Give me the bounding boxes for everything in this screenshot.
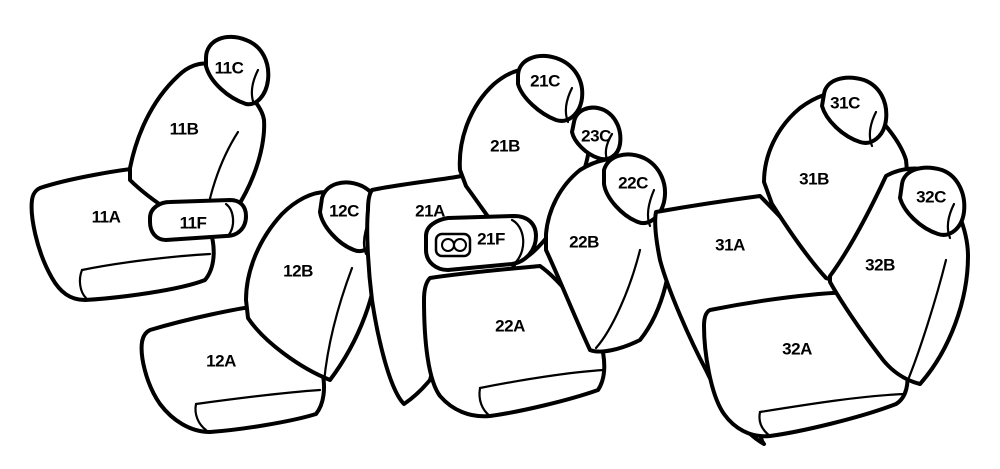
label-22b: 22B [569, 232, 599, 251]
label-31c: 31C [830, 93, 860, 112]
seat-11f-armrest [148, 198, 248, 242]
seat-23c-headrest [570, 105, 623, 162]
label-23c: 23C [581, 126, 611, 145]
label-12a: 12A [206, 351, 236, 370]
label-31a: 31A [715, 235, 745, 254]
label-12c: 12C [329, 201, 359, 220]
label-21c: 21C [530, 71, 560, 90]
label-22c: 22C [618, 173, 648, 192]
label-31b: 31B [799, 169, 829, 188]
seat-21-22 [365, 54, 673, 419]
label-21a: 21A [415, 201, 445, 220]
label-11b: 11B [170, 119, 199, 138]
label-32c: 32C [916, 187, 946, 206]
cup-holder-icon [434, 232, 472, 258]
label-11c: 11C [215, 58, 244, 77]
label-32a: 32A [782, 339, 812, 358]
label-22a: 22A [495, 316, 525, 335]
label-11a: 11A [92, 207, 121, 226]
label-32b: 32B [865, 255, 895, 274]
label-12b: 12B [283, 261, 313, 280]
seat-11 [29, 34, 271, 302]
label-21f: 21F [477, 229, 505, 248]
label-21b: 21B [490, 136, 520, 155]
seat-12 [139, 180, 384, 434]
part-labels: 11C 11B 11A 11F 12C 12B 12A 21C 23C 21B … [92, 58, 947, 370]
seat-31-32 [653, 75, 970, 446]
seat-22a-cushion [422, 264, 607, 419]
label-11f: 11F [180, 213, 207, 232]
